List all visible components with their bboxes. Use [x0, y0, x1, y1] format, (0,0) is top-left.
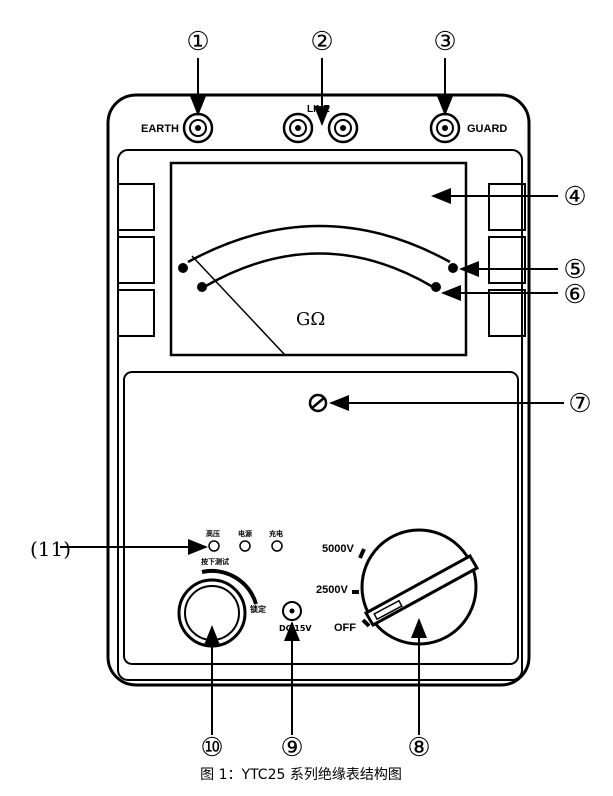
- range-5000v-label: 5000V: [322, 543, 354, 555]
- guard-label: GUARD: [467, 123, 507, 135]
- earth-terminal[interactable]: [182, 112, 214, 144]
- callout-4: ④: [563, 182, 586, 212]
- lock-label: 锁定: [250, 604, 266, 614]
- meter-scale-outer-arc: [187, 224, 451, 264]
- callout-10: ⑩: [200, 733, 223, 763]
- guard-terminal[interactable]: [429, 112, 461, 144]
- callout-8: ⑧: [407, 733, 430, 763]
- meter-scale-inner-arc: [203, 252, 434, 289]
- callout-6: ⑥: [563, 280, 586, 310]
- zero-adjust-screw[interactable]: [308, 393, 328, 413]
- callout-1: ①: [186, 27, 209, 57]
- side-tab-left-2: [117, 236, 155, 284]
- range-selector-pointer-bar: [363, 553, 480, 628]
- callout-3: ③: [433, 27, 456, 57]
- dc-jack-label: DC 15V: [279, 624, 312, 633]
- callout-9: ⑨: [280, 733, 303, 763]
- callout-2: ②: [310, 27, 333, 57]
- range-selector-knob[interactable]: [352, 528, 480, 646]
- instrument-case-inner: [117, 149, 523, 681]
- side-tab-left-3: [117, 289, 155, 337]
- high-voltage-label: 高压: [206, 529, 220, 538]
- dc-power-jack[interactable]: [282, 601, 302, 621]
- range-off-label: OFF: [334, 622, 356, 634]
- line-terminal-left[interactable]: [282, 112, 314, 144]
- callout-11: (11): [30, 537, 71, 561]
- discharge-led: [271, 540, 283, 552]
- infinity-dot: [178, 263, 188, 273]
- lock-rotation-arc: [201, 568, 258, 605]
- meter-needle: [191, 255, 286, 356]
- callout-7: ⑦: [568, 389, 591, 419]
- range-2500v-label: 2500V: [316, 584, 348, 596]
- meter-window: [169, 161, 468, 357]
- instrument-case-outer: [106, 93, 531, 687]
- scale-end-dot-upper: [448, 263, 458, 273]
- figure-caption: 图 1：YTC25 系列绝缘表结构图: [200, 767, 402, 783]
- earth-label: EARTH: [141, 123, 179, 135]
- side-tab-right-2: [488, 236, 526, 284]
- battery-label: 电源: [238, 529, 252, 538]
- side-tab-right-3: [488, 289, 526, 337]
- callout-5: ⑤: [563, 255, 586, 285]
- line-label: LINE: [307, 104, 330, 115]
- control-panel: [123, 371, 519, 665]
- meter-unit-label: GΩ: [296, 309, 325, 330]
- battery-led: [239, 540, 251, 552]
- discharge-label: 充电: [269, 529, 283, 538]
- side-tab-right-1: [488, 183, 526, 231]
- zero-dot: [197, 282, 207, 292]
- scale-end-dot-lower: [431, 282, 441, 292]
- side-tab-left-1: [117, 183, 155, 231]
- high-voltage-led: [208, 540, 220, 552]
- line-terminal-right[interactable]: [327, 112, 359, 144]
- press-test-label: 按下测试: [201, 557, 229, 566]
